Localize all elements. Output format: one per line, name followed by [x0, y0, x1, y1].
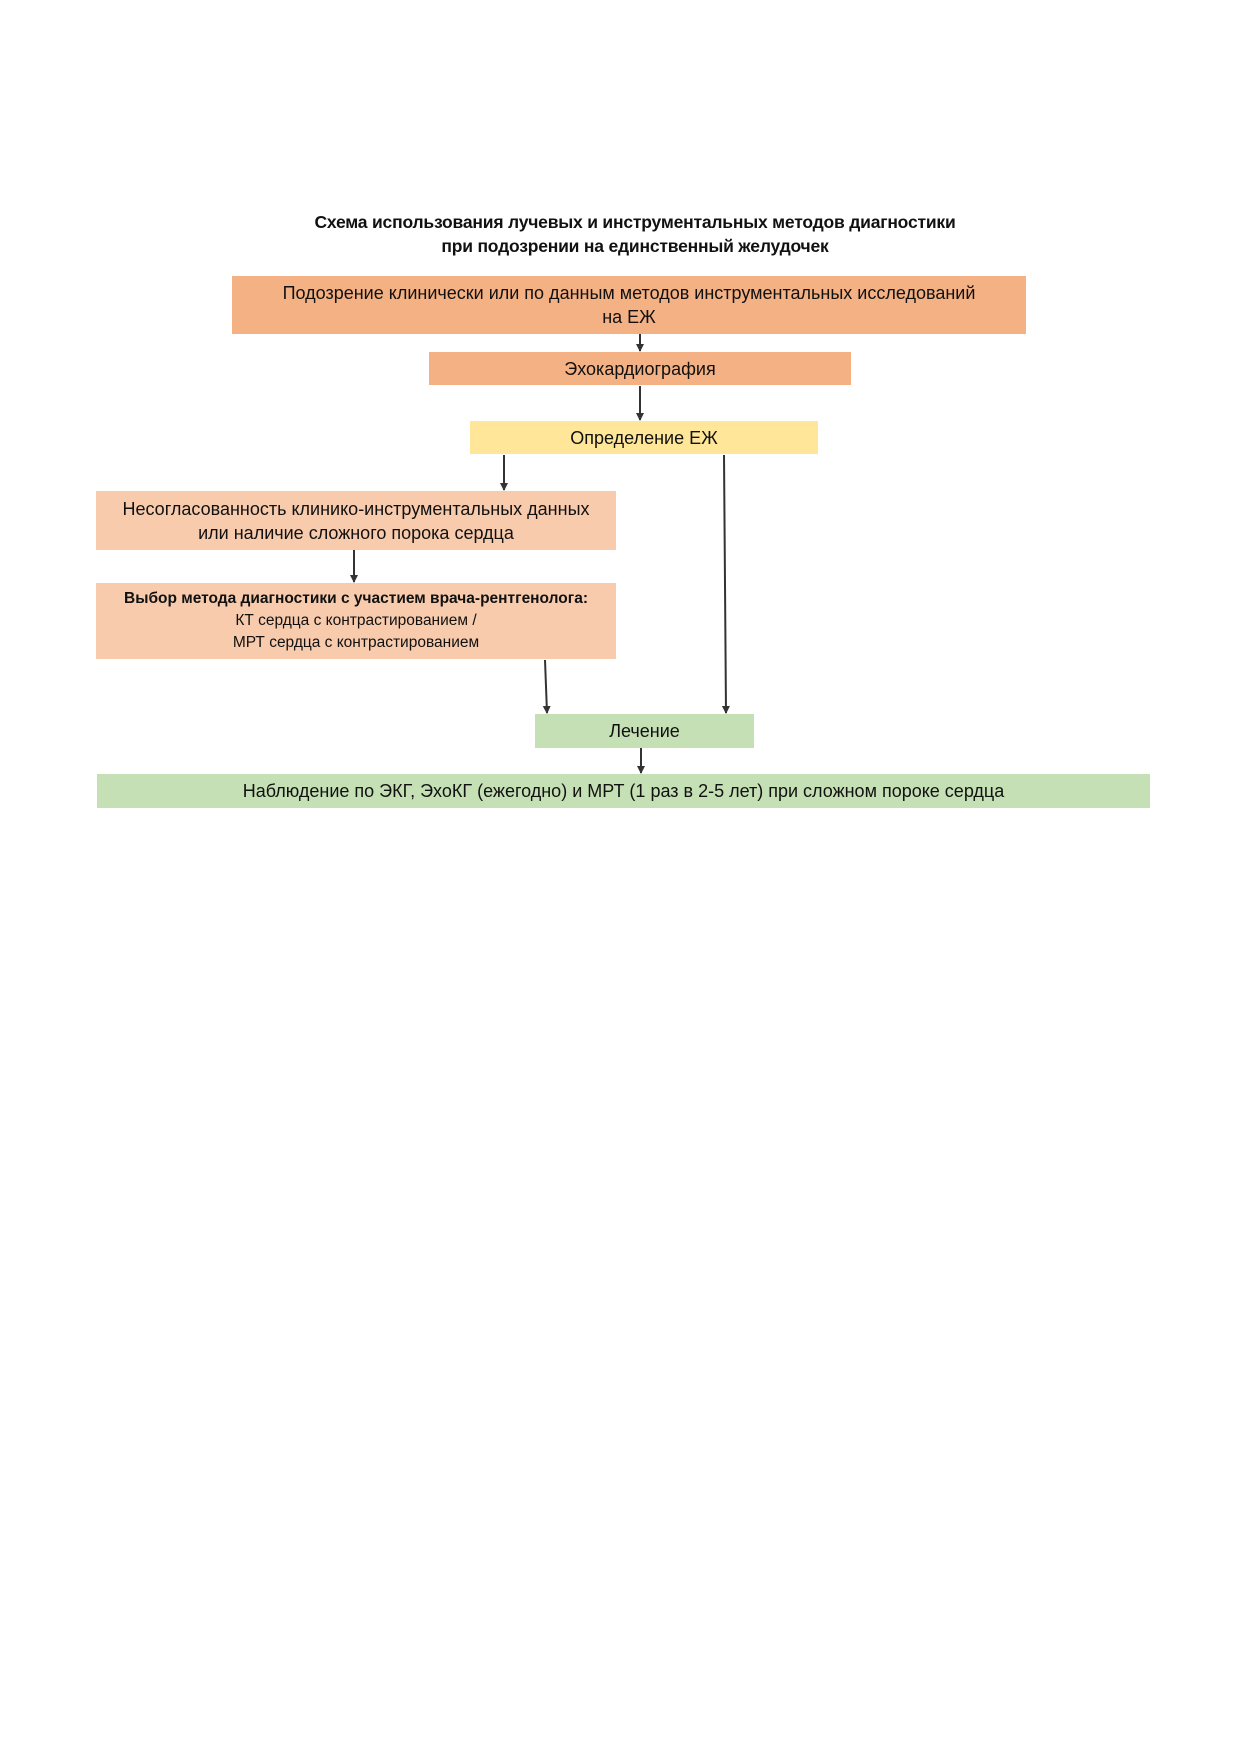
node-method-heading: Выбор метода диагностики с участием врач… [124, 590, 588, 607]
node-treatment-label: Лечение [609, 721, 680, 741]
node-treatment: Лечение [535, 714, 754, 748]
node-method-line-1: КТ сердца с контрастированием / [235, 612, 477, 629]
node-observation-label: Наблюдение по ЭКГ, ЭхоКГ (ежегодно) и МР… [242, 781, 1005, 801]
node-observation: Наблюдение по ЭКГ, ЭхоКГ (ежегодно) и МР… [97, 774, 1150, 808]
title-line-1: Схема использования лучевых и инструмент… [314, 212, 956, 232]
node-echocardiography: Эхокардиография [429, 352, 851, 385]
node-definition: Определение ЕЖ [470, 421, 818, 454]
node-suspicion-line-2: на ЕЖ [602, 307, 656, 327]
node-suspicion-line-1: Подозрение клинически или по данным мето… [282, 283, 976, 303]
node-discordance-line-2: или наличие сложного порока сердца [198, 522, 514, 543]
diagram-title: Схема использования лучевых и инструмент… [200, 210, 1070, 258]
node-suspicion: Подозрение клинически или по данным мето… [232, 276, 1026, 334]
arrow-definition-to-treatment [721, 454, 730, 714]
arrow-method-to-treatment [542, 659, 551, 714]
node-method-line-2: МРТ сердца с контрастированием [232, 634, 480, 651]
node-definition-label: Определение ЕЖ [570, 427, 718, 448]
node-echocardiography-label: Эхокардиография [564, 358, 716, 379]
node-discordance: Несогласованность клинико-инструментальн… [96, 491, 616, 550]
node-method-choice: Выбор метода диагностики с участием врач… [96, 583, 616, 659]
node-discordance-line-1: Несогласованность клинико-инструментальн… [122, 498, 590, 519]
title-line-2: при подозрении на единственный желудочек [441, 236, 829, 256]
